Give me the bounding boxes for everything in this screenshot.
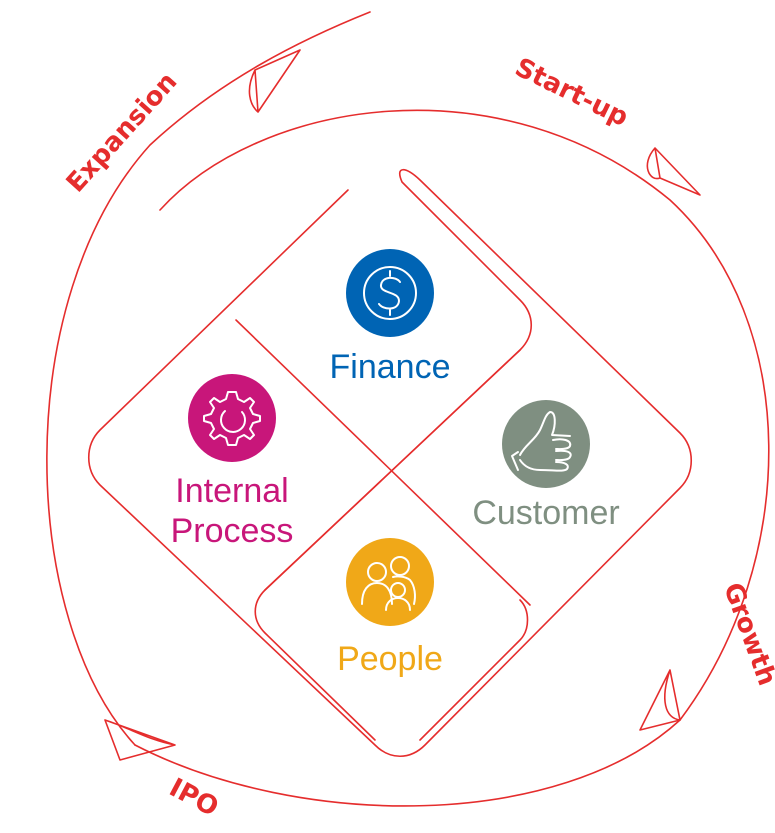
ring-arc-growth-ipo <box>134 719 681 807</box>
stage-label-ipo: IPO <box>164 773 223 823</box>
balanced-scorecard-diamond <box>88 168 692 758</box>
arrowhead-startup <box>646 147 701 196</box>
diamond-divider-2 <box>264 349 529 741</box>
internal-process-label-line2: Process <box>171 512 294 550</box>
finance-label: Finance <box>330 348 451 386</box>
customer-quadrant: Customer <box>472 400 620 532</box>
dollar-coin-icon <box>346 249 434 337</box>
stage-label-growth: Growth <box>717 579 775 690</box>
thumbs-up-icon <box>502 400 590 488</box>
people-label: People <box>337 640 443 678</box>
ring-arc-ipo-expansion <box>46 11 371 746</box>
internal-process-quadrant: Internal Process <box>171 374 294 550</box>
diamond-divider-1 <box>235 319 531 606</box>
internal-process-label-line1: Internal <box>175 472 288 510</box>
arrowhead-ipo <box>104 719 176 761</box>
people-group-icon <box>346 538 434 626</box>
gear-icon <box>188 374 276 462</box>
people-quadrant: People <box>337 538 443 678</box>
lifecycle-ring <box>46 11 770 807</box>
arrowhead-growth <box>639 669 681 731</box>
arrowhead-expansion <box>248 49 301 113</box>
ring-arc-startup-growth <box>159 109 770 721</box>
stage-label-startup: Start-up <box>510 53 633 133</box>
customer-label: Customer <box>472 494 619 532</box>
finance-quadrant: Finance <box>330 249 451 386</box>
